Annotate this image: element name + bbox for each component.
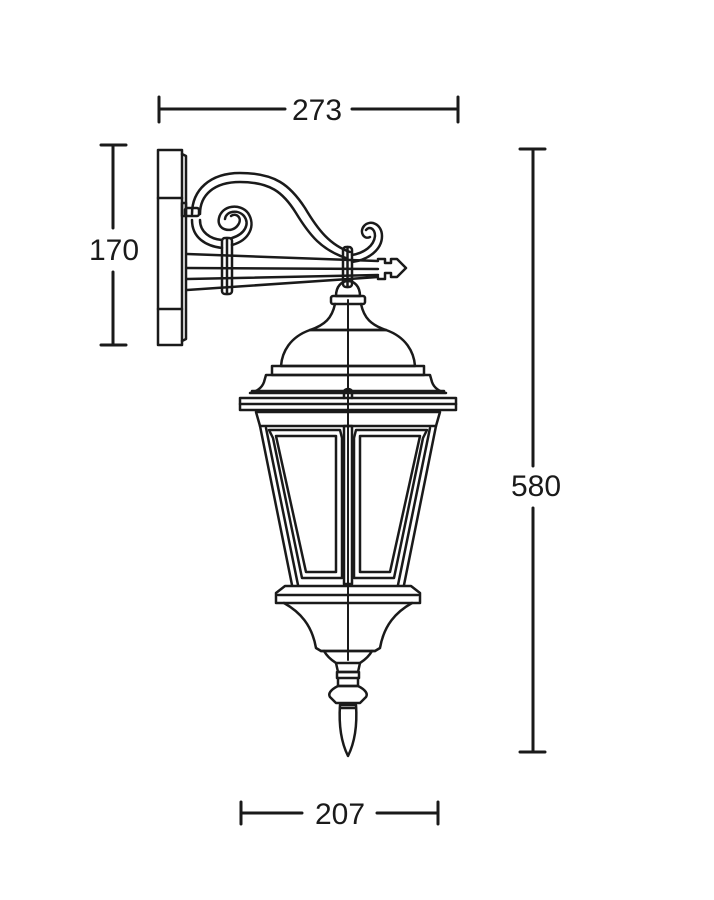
bottom-bowl (274, 584, 422, 665)
bracket-arm (185, 236, 408, 296)
bracket-height-label: 170 (86, 236, 143, 266)
bottom-finial-drop (328, 661, 368, 758)
dimension-lantern-width (239, 800, 440, 826)
overall-width-label: 273 (289, 96, 346, 126)
dimension-overall-width (157, 95, 460, 124)
dimension-bracket-height (99, 143, 128, 347)
dimension-overall-height (518, 147, 547, 754)
glass-panels (254, 299, 442, 661)
overall-height-label: 580 (508, 472, 565, 502)
lantern-width-label: 207 (312, 800, 369, 830)
wall-plate (156, 148, 188, 347)
scroll-bracket-arm (183, 171, 384, 264)
